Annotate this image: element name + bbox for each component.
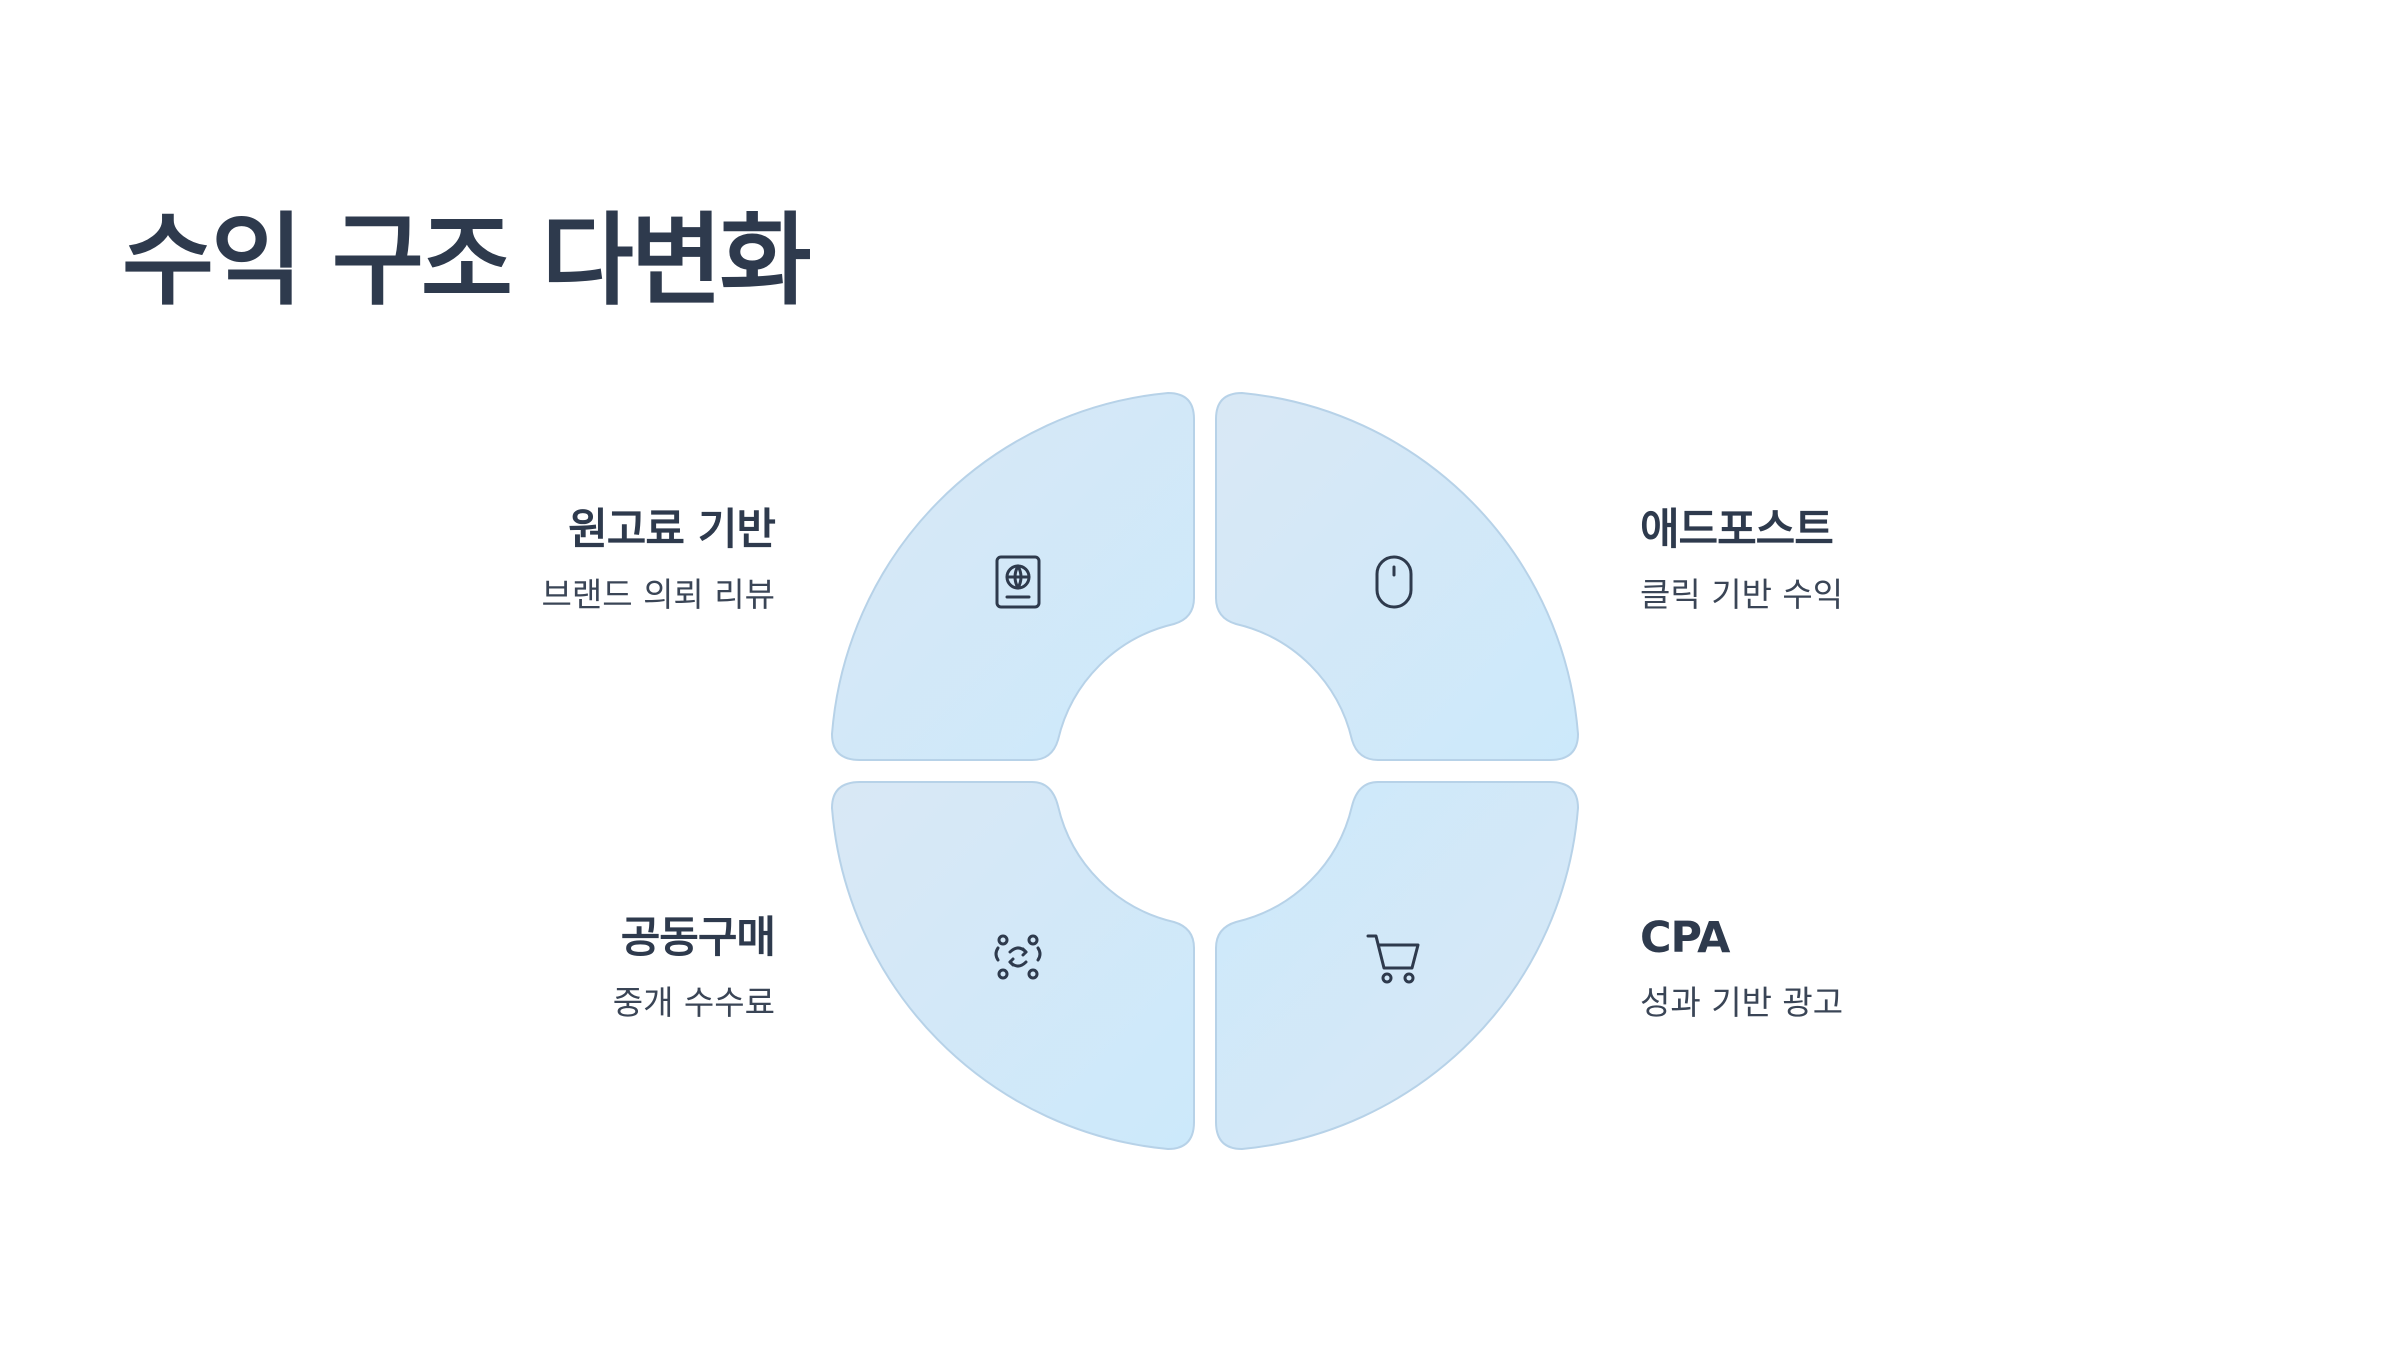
label-top-left: 원고료 기반 브랜드 의뢰 리뷰 — [355, 500, 777, 618]
quadrant-subtitle: 중개 수수료 — [612, 983, 775, 1022]
quadrant-title: 애드포스트 — [1640, 505, 1834, 555]
label-bottom-left: 공동구매 중개 수수료 — [355, 908, 776, 1026]
shopping-cart-icon — [1366, 934, 1420, 984]
passport-globe-icon — [995, 555, 1041, 609]
quadrant-subtitle: 클릭 기반 수익 — [1640, 575, 1844, 614]
quadrant-top-right — [1215, 391, 1580, 761]
label-bottom-right: CPA 성과 기반 광고 — [1640, 908, 2060, 1026]
quadrant-title: CPA — [1640, 913, 1730, 963]
page-title: 수익 구조 다변화 — [122, 202, 812, 319]
quadrant-title: 원고료 기반 — [568, 505, 776, 555]
label-top-right: 애드포스트 클릭 기반 수익 — [1640, 500, 2060, 618]
quadrant-bottom-right — [1215, 781, 1580, 1151]
quadrant-title: 공동구매 — [620, 913, 776, 963]
mouse-icon — [1375, 555, 1413, 609]
quadrant-subtitle: 성과 기반 광고 — [1640, 983, 1844, 1022]
quadrant-subtitle: 브랜드 의뢰 리뷰 — [541, 575, 776, 614]
group-exchange-icon — [994, 934, 1042, 980]
